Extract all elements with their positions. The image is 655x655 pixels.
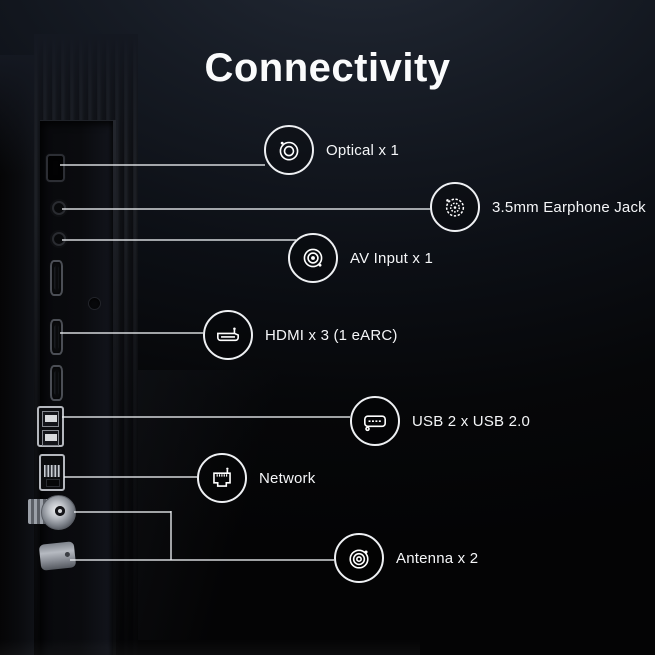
screw-hole bbox=[88, 297, 101, 310]
usb-port-stack bbox=[37, 406, 64, 447]
connector-line-av bbox=[62, 239, 296, 241]
ethernet-port bbox=[39, 454, 65, 491]
callout-antenna: Antenna x 2 bbox=[334, 533, 478, 583]
callout-label: Antenna x 2 bbox=[396, 549, 479, 567]
recess-edge-highlight bbox=[113, 120, 116, 655]
callout-network: Network bbox=[197, 453, 315, 503]
connector-line-antenna-2 bbox=[70, 559, 334, 561]
antenna-port-1 bbox=[28, 495, 76, 530]
usb-tab bbox=[45, 434, 57, 441]
optical-port bbox=[46, 154, 65, 182]
callout-label: Network bbox=[259, 469, 316, 487]
connector-line-hdmi bbox=[60, 332, 203, 334]
usb-icon bbox=[350, 396, 400, 446]
earphone-jack-icon bbox=[430, 182, 480, 232]
usb-slot-2 bbox=[42, 430, 59, 446]
av-input-icon bbox=[288, 233, 338, 283]
optical-icon bbox=[264, 125, 314, 175]
connector-line-earphone bbox=[62, 208, 430, 210]
tv-bezel-edge bbox=[0, 55, 34, 655]
callout-label: 3.5mm Earphone Jack bbox=[492, 198, 646, 216]
tv-stand-shadow bbox=[138, 370, 328, 640]
callout-usb: USB 2 x USB 2.0 bbox=[350, 396, 530, 446]
usb-slot-1 bbox=[42, 411, 59, 427]
callout-label: HDMI x 3 (1 eARC) bbox=[265, 326, 398, 344]
connector-line-antenna-elbow bbox=[170, 511, 172, 560]
connector-line-network bbox=[64, 476, 197, 478]
hdmi-port-1 bbox=[50, 260, 63, 296]
ethernet-pins bbox=[44, 465, 60, 477]
ethernet-notch bbox=[46, 479, 60, 487]
callout-label: Optical x 1 bbox=[326, 141, 400, 159]
hdmi-icon bbox=[203, 310, 253, 360]
callout-label: USB 2 x USB 2.0 bbox=[412, 412, 531, 430]
antenna-pin bbox=[55, 506, 65, 516]
connector-line-optical bbox=[60, 164, 265, 166]
connector-line-usb bbox=[62, 416, 350, 418]
callout-hdmi: HDMI x 3 (1 eARC) bbox=[203, 310, 398, 360]
callout-earphone-jack: 3.5mm Earphone Jack bbox=[430, 182, 646, 232]
callout-av-input: AV Input x 1 bbox=[288, 233, 433, 283]
callout-label: AV Input x 1 bbox=[350, 249, 434, 267]
antenna-port-2 bbox=[38, 541, 77, 571]
floor-shadow bbox=[0, 639, 420, 655]
page-title: Connectivity bbox=[204, 46, 451, 90]
usb-tab bbox=[45, 415, 57, 422]
callout-optical: Optical x 1 bbox=[264, 125, 399, 175]
hdmi-port-2 bbox=[50, 319, 63, 355]
antenna-icon bbox=[334, 533, 384, 583]
hdmi-port-3 bbox=[50, 365, 63, 401]
network-icon bbox=[197, 453, 247, 503]
connector-line-antenna-1 bbox=[74, 511, 171, 513]
